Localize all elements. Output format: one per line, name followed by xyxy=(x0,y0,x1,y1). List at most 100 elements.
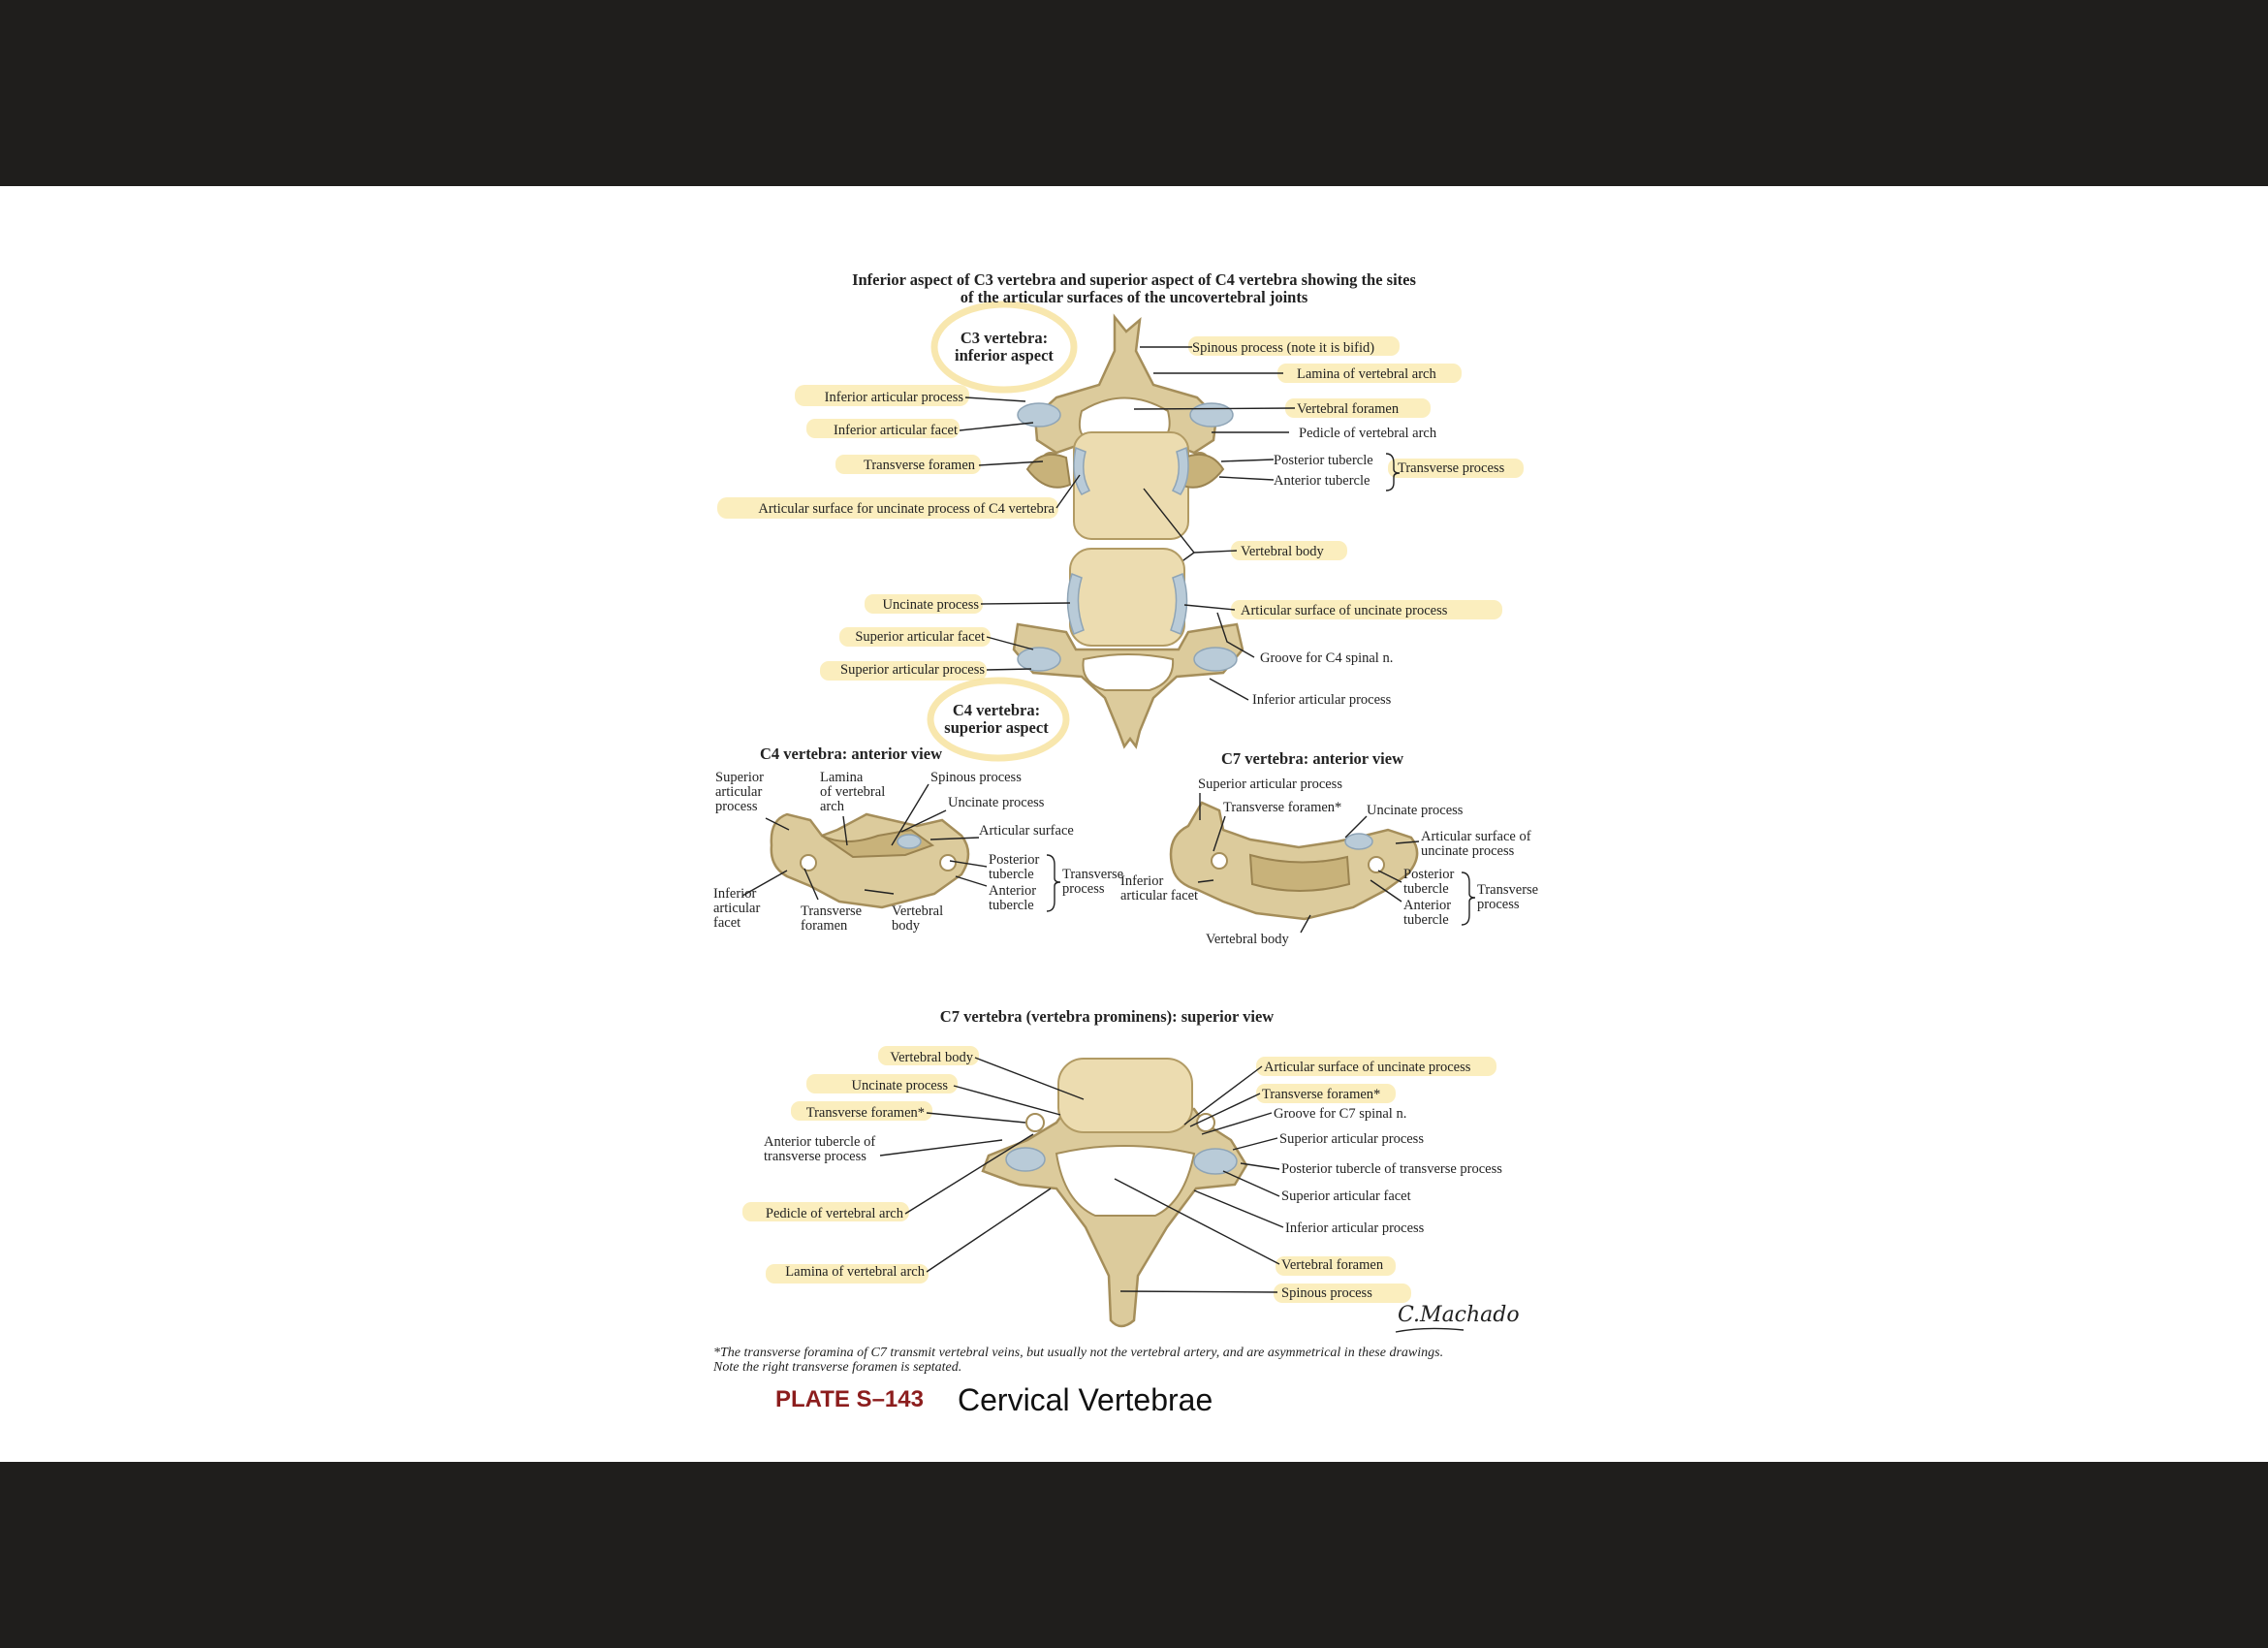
c4ant-trans-1: Transverse xyxy=(1062,867,1123,882)
c7ant-trans-2: process xyxy=(1477,897,1520,912)
c4ant-tf-1: Transverse xyxy=(801,903,862,919)
c4ant-lamina-1: Lamina xyxy=(820,770,864,785)
c7ant-title: C7 vertebra: anterior view xyxy=(1221,749,1403,768)
c4ant-trans-2: process xyxy=(1062,881,1105,897)
c7sup-ant-tub-2: transverse process xyxy=(764,1149,866,1164)
c4ant-art-surface-label: Articular surface xyxy=(979,823,1074,839)
c4ant-tf-2: foramen xyxy=(801,918,848,934)
c3-title-line1: C3 vertebra: xyxy=(961,329,1048,347)
c3-title-line2: inferior aspect xyxy=(955,346,1054,364)
c3-transverse-brace xyxy=(1385,453,1401,491)
anatomy-plate: Inferior aspect of C3 vertebra and super… xyxy=(713,270,1538,1333)
c4sup-title-line2: superior aspect xyxy=(944,718,1049,737)
c7sup-spinous-label: Spinous process xyxy=(1281,1285,1372,1301)
c7ant-tf-label: Transverse foramen* xyxy=(1223,800,1341,815)
c4ant-lamina-2: of vertebral xyxy=(820,784,885,800)
c7sup-art-surf-label: Articular surface of uncinate process xyxy=(1264,1060,1471,1075)
c7sup-pedicle-label: Pedicle of vertebral arch xyxy=(766,1206,904,1221)
c7sup-lamina-label: Lamina of vertebral arch xyxy=(785,1264,925,1280)
c7ant-leader-lines xyxy=(1197,793,1420,934)
plate-title: Cervical Vertebrae xyxy=(958,1382,1213,1417)
c7sup-vert-foramen-label: Vertebral foramen xyxy=(1281,1257,1384,1273)
c7ant-trans-1: Transverse xyxy=(1477,882,1538,898)
c4ant-inf-facet-2: articular xyxy=(713,901,760,916)
c4ant-ant-tub-2: tubercle xyxy=(989,898,1034,913)
artist-signature: C.Machado xyxy=(1398,1303,1520,1327)
c7ant-uncinate-label: Uncinate process xyxy=(1367,803,1464,818)
c3-spinous-label: Spinous process (note it is bifid) xyxy=(1192,340,1374,356)
c7ant-transverse-brace xyxy=(1461,872,1476,926)
c4ant-title: C4 vertebra: anterior view xyxy=(760,745,942,763)
c4-anterior-illustration xyxy=(770,812,970,909)
signature-flourish xyxy=(1395,1327,1465,1333)
c4ant-ant-tub-1: Anterior xyxy=(989,883,1036,899)
c4sup-inf-art-process-label: Inferior articular process xyxy=(1252,692,1392,708)
c3-pedicle-label: Pedicle of vertebral arch xyxy=(1299,426,1437,441)
c4ant-spinous-label: Spinous process xyxy=(930,770,1022,785)
c7sup-sup-art-facet-label: Superior articular facet xyxy=(1281,1188,1411,1204)
c3-inf-art-process-label: Inferior articular process xyxy=(825,390,964,405)
c4ant-lamina-3: arch xyxy=(820,799,845,814)
c7sup-title: C7 vertebra (vertebra prominens): superi… xyxy=(940,1007,1275,1026)
c7sup-vb-label: Vertebral body xyxy=(890,1050,974,1065)
c4ant-inf-facet-3: facet xyxy=(713,915,740,931)
header-title-line1: Inferior aspect of C3 vertebra and super… xyxy=(852,270,1416,289)
plate-slide: Inferior aspect of C3 vertebra and super… xyxy=(0,186,2268,1462)
c7sup-sup-art-process-label: Superior articular process xyxy=(1279,1131,1424,1147)
c7ant-ant-tub-1: Anterior xyxy=(1403,898,1451,913)
highlighter-marks xyxy=(717,301,1524,1303)
c7sup-uncinate-label: Uncinate process xyxy=(852,1078,949,1093)
c4ant-sup-art-1: Superior xyxy=(715,770,764,785)
c4sup-uncinate-label: Uncinate process xyxy=(883,597,980,613)
c7sup-tf-right-label: Transverse foramen* xyxy=(1262,1087,1380,1102)
c7ant-art-surf-1: Articular surface of xyxy=(1421,829,1531,844)
c3-inf-art-facet-label: Inferior articular facet xyxy=(834,423,958,438)
c7ant-ant-tub-2: tubercle xyxy=(1403,912,1449,928)
c4ant-leader-lines xyxy=(741,783,988,901)
c7ant-sup-art-label: Superior articular process xyxy=(1198,776,1342,792)
c7-superior-illustration xyxy=(981,1058,1248,1328)
bottom-letterbox-band xyxy=(0,1462,2268,1648)
c4sup-art-surface-uncinate-label: Articular surface of uncinate process xyxy=(1241,603,1448,618)
footnote-line1: *The transverse foramina of C7 transmit … xyxy=(713,1346,1444,1360)
c7ant-inf-facet-1: Inferior xyxy=(1120,873,1163,889)
c3-vertebral-body-label: Vertebral body xyxy=(1241,544,1325,559)
c7sup-inf-art-process-label: Inferior articular process xyxy=(1285,1220,1425,1236)
c3-vert-foramen-label: Vertebral foramen xyxy=(1297,401,1400,417)
c4ant-post-tub-2: tubercle xyxy=(989,867,1034,882)
c7ant-post-tub-2: tubercle xyxy=(1403,881,1449,897)
c7-anterior-illustration xyxy=(1169,801,1419,921)
c4sup-sup-art-facet-label: Superior articular facet xyxy=(855,629,985,645)
c4sup-title-line1: C4 vertebra: xyxy=(953,701,1040,719)
c7ant-art-surf-2: uncinate process xyxy=(1421,843,1515,859)
c7sup-ant-tub-1: Anterior tubercle of xyxy=(764,1134,875,1150)
c7sup-post-tub-label: Posterior tubercle of transverse process xyxy=(1281,1161,1502,1177)
c7sup-tf-left-label: Transverse foramen* xyxy=(806,1105,925,1121)
footnote: *The transverse foramina of C7 transmit … xyxy=(713,1346,1586,1375)
footnote-line2: Note the right transverse foramen is sep… xyxy=(713,1360,962,1375)
c7ant-vb-label: Vertebral body xyxy=(1206,932,1290,947)
c3-articular-surface-label: Articular surface for uncinate process o… xyxy=(758,501,1055,517)
c4ant-vb-2: body xyxy=(892,918,921,934)
c7ant-inf-facet-2: articular facet xyxy=(1120,888,1198,903)
c4ant-transverse-brace xyxy=(1046,854,1061,912)
c7sup-groove-label: Groove for C7 spinal n. xyxy=(1274,1106,1406,1122)
c4ant-sup-art-2: articular xyxy=(715,784,762,800)
c4sup-groove-label: Groove for C4 spinal n. xyxy=(1260,650,1393,666)
c3-lamina-label: Lamina of vertebral arch xyxy=(1297,366,1436,382)
c4sup-leader-lines xyxy=(980,602,1255,701)
c4ant-post-tub-1: Posterior xyxy=(989,852,1040,868)
c4ant-uncinate-label: Uncinate process xyxy=(948,795,1045,810)
top-letterbox-band xyxy=(0,0,2268,186)
c4ant-vb-1: Vertebral xyxy=(892,903,943,919)
c3-transverse-process-label: Transverse process xyxy=(1398,460,1505,476)
header-title-line2: of the articular surfaces of the uncover… xyxy=(961,288,1308,306)
c4ant-inf-facet-1: Inferior xyxy=(713,886,756,902)
c7sup-leader-lines xyxy=(879,1057,1284,1293)
c3-posterior-tubercle-label: Posterior tubercle xyxy=(1274,453,1373,468)
plate-number: PLATE S–143 xyxy=(775,1386,924,1412)
c3-transverse-foramen-label: Transverse foramen xyxy=(864,458,976,473)
c7ant-post-tub-1: Posterior xyxy=(1403,867,1455,882)
c3-anterior-tubercle-label: Anterior tubercle xyxy=(1274,473,1370,489)
c4-superior-illustration xyxy=(1012,548,1244,749)
